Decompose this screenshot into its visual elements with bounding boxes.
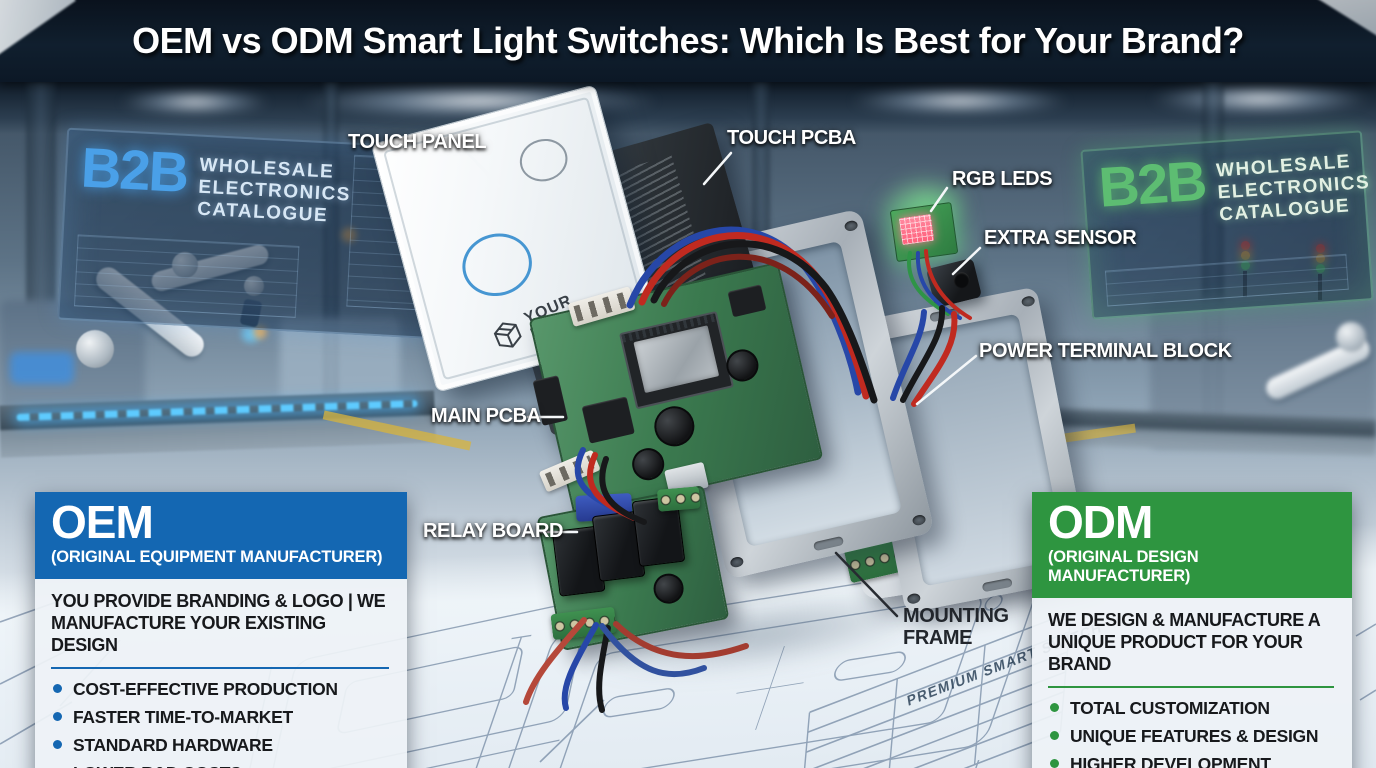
b2b-sign-right: B2B WHOLESALE ELECTRONICS CATALOGUE [1080, 130, 1374, 320]
b2b-logo: B2B [79, 135, 189, 204]
sign-schematic [73, 234, 300, 318]
oem-bullet: STANDARD HARDWARE [51, 735, 391, 756]
odm-pitch: WE DESIGN & MANUFACTURE A UNIQUE PRODUCT… [1048, 609, 1320, 674]
capacitor [650, 402, 699, 451]
screw-hole [729, 555, 745, 569]
oem-title: OEM [51, 496, 154, 548]
frame-slot [929, 307, 961, 323]
robot-arm-joint [76, 330, 114, 368]
screw-hole [843, 219, 859, 233]
oem-bullet: LOWER R&D COSTS [51, 763, 391, 768]
odm-card-header: ODM (ORIGINAL DESIGN MANUFACTURER) [1032, 492, 1352, 598]
capacitor [628, 445, 668, 484]
capacitor [651, 571, 687, 607]
odm-card: ODM (ORIGINAL DESIGN MANUFACTURER) WE DE… [1032, 492, 1352, 768]
oem-subtitle: (ORIGINAL EQUIPMENT MANUFACTURER) [51, 547, 383, 566]
title-banner: OEM vs ODM Smart Light Switches: Which I… [0, 0, 1376, 82]
brand-cube-icon [493, 322, 522, 348]
callout-relay-board: RELAY BOARD [423, 520, 564, 542]
wire-connector [538, 449, 601, 493]
callout-touch-panel: TOUCH PANEL [348, 131, 487, 153]
oem-card: OEM (ORIGINAL EQUIPMENT MANUFACTURER) YO… [35, 492, 407, 768]
oem-card-body: YOU PROVIDE BRANDING & LOGO | WE MANUFAC… [35, 578, 407, 768]
callout-main-pcba: MAIN PCBA [431, 405, 541, 427]
oem-pitch: YOU PROVIDE BRANDING & LOGO | WE MANUFAC… [51, 590, 386, 655]
relay-terminal-block [550, 606, 618, 641]
oem-divider [51, 666, 389, 669]
callout-power-terminal-block: POWER TERMINAL BLOCK [979, 340, 1232, 362]
ic-chip [727, 284, 767, 318]
odm-divider [1048, 685, 1334, 688]
screw-hole [1020, 295, 1036, 308]
rgb-led-board [889, 201, 959, 263]
frame-slot [812, 535, 845, 552]
wifi-module [619, 310, 735, 410]
screw-hole [906, 592, 922, 605]
ceiling-lamp-glow [1150, 84, 1370, 114]
sign-text: WHOLESALE ELECTRONICS CATALOGUE [1215, 144, 1372, 226]
ic-chip [581, 396, 636, 444]
callout-touch-pcba: TOUCH PCBA [727, 127, 856, 149]
connector-slots [544, 455, 595, 488]
your-brand-logo: YOUR BRAND [488, 289, 589, 355]
odm-bullet: HIGHER DEVELOPMENT CONTROL [1048, 754, 1336, 768]
odm-bullet: UNIQUE FEATURES & DESIGN [1048, 726, 1336, 747]
sensor-lens [951, 270, 972, 290]
touch-panel-glass: YOUR BRAND [370, 84, 662, 393]
odm-card-body: WE DESIGN & MANUFACTURE A UNIQUE PRODUCT… [1032, 597, 1352, 768]
sign-text: WHOLESALE ELECTRONICS CATALOGUE [197, 149, 353, 228]
sign-schematic [1104, 253, 1349, 307]
frame-slot [981, 577, 1013, 593]
ceiling-lamp-glow [850, 88, 1070, 114]
blue-tray-glow [10, 352, 74, 384]
callout-extra-sensor: EXTRA SENSOR [984, 227, 1137, 249]
oem-card-header: OEM (ORIGINAL EQUIPMENT MANUFACTURER) [35, 492, 407, 579]
relay-terminal-block [656, 486, 701, 512]
ceiling-lamp-glow [300, 84, 660, 118]
screw-hole [911, 513, 927, 527]
odm-subtitle: (ORIGINAL DESIGN MANUFACTURER) [1048, 547, 1199, 585]
b2b-logo: B2B [1096, 148, 1208, 219]
oem-bullet-list: COST-EFFECTIVE PRODUCTION FASTER TIME-TO… [51, 679, 391, 768]
odm-title: ODM [1048, 496, 1153, 548]
page-title: OEM vs ODM Smart Light Switches: Which I… [132, 20, 1244, 61]
ceiling-lamp-glow [120, 90, 270, 114]
oem-bullet: FASTER TIME-TO-MARKET [51, 707, 391, 728]
callout-rgb-leds: RGB LEDS [952, 168, 1053, 190]
oem-bullet: COST-EFFECTIVE PRODUCTION [51, 679, 391, 700]
odm-bullet: TOTAL CUSTOMIZATION [1048, 698, 1336, 719]
robot-arm-joint [1336, 322, 1366, 352]
callout-mounting-frame: MOUNTING FRAME [903, 605, 1009, 649]
odm-bullet-list: TOTAL CUSTOMIZATION UNIQUE FEATURES & DE… [1048, 698, 1336, 768]
rgb-led-matrix [898, 213, 935, 246]
